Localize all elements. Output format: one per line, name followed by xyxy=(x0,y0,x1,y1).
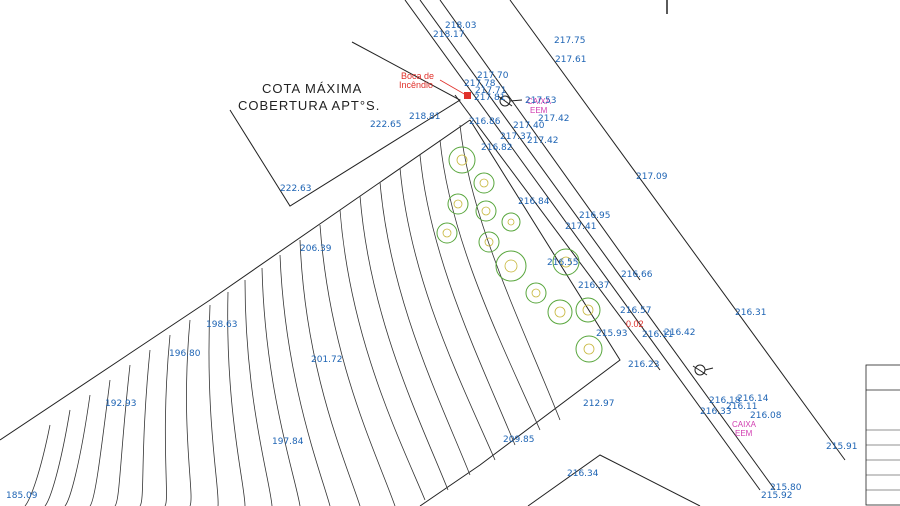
elevation-label: 216.14 xyxy=(737,394,769,404)
trees xyxy=(436,146,603,363)
elevation-label: 197.84 xyxy=(272,437,304,447)
elevation-label: 192.93 xyxy=(105,399,137,409)
elevation-label: 217.53 xyxy=(525,96,557,106)
elevation-label: 217.78 xyxy=(464,79,496,89)
elevation-label: 217.81 xyxy=(474,93,506,103)
title-line-1: COTA MÁXIMA xyxy=(262,81,362,96)
elevation-label: 222.65 xyxy=(370,120,402,130)
elevation-label: 216.37 xyxy=(578,281,610,291)
elevation-label: 216.33 xyxy=(700,407,732,417)
elevation-label: 201.72 xyxy=(311,355,343,365)
elevation-label: 206.39 xyxy=(300,244,332,254)
title-line-2: COBERTURA APT°S. xyxy=(238,98,380,113)
tree-symbol xyxy=(547,299,573,325)
hydrant-label-line-1: Boca de xyxy=(401,71,434,81)
elevation-label: 215.80 xyxy=(770,483,802,493)
elevation-label: 216.11 xyxy=(642,330,674,340)
elevation-label: 217.61 xyxy=(555,55,587,65)
elevation-label: 215.92 xyxy=(761,491,793,501)
elevation-label: 218.03 xyxy=(445,21,477,31)
elevation-label: 217.09 xyxy=(636,172,668,182)
tree-symbol xyxy=(448,146,476,174)
hydrant-label-line-2: Incêndio xyxy=(399,80,433,90)
lamp-icon xyxy=(692,364,714,376)
tree-symbol xyxy=(478,231,500,253)
tree-symbol xyxy=(447,193,469,215)
tree-symbol xyxy=(552,248,580,276)
elevation-labels: 218.03 218.17 217.75 217.61 217.70 217.7… xyxy=(6,21,858,501)
elevation-label: 217.42 xyxy=(538,114,570,124)
elevation-label: 222.63 xyxy=(280,184,312,194)
tree-symbol xyxy=(575,297,601,323)
elevation-label: 216.86 xyxy=(469,117,501,127)
tree-symbol xyxy=(436,222,458,244)
box-bottom-label-line-1: CAIXA xyxy=(732,420,757,429)
street-lamp-symbols xyxy=(497,95,714,376)
box-top-label-line-1: CAIXA xyxy=(527,97,552,106)
mid-tag-label: 0.02 xyxy=(626,319,644,329)
elevation-label: 216.55 xyxy=(547,258,579,268)
elevation-label: 218.81 xyxy=(409,112,441,122)
road-lines xyxy=(404,0,846,491)
elevation-label: 209.85 xyxy=(503,435,535,445)
lamp-icon xyxy=(497,95,523,107)
elevation-label: 216.66 xyxy=(621,270,653,280)
elevation-label: 216.95 xyxy=(579,211,611,221)
elevation-label: 212.97 xyxy=(583,399,615,409)
tree-symbol xyxy=(525,282,547,304)
contour-lines xyxy=(24,124,561,506)
box-top-label-line-2: EEM xyxy=(530,106,548,115)
elevation-label: 216.57 xyxy=(620,306,652,316)
box-bottom-label-line-2: EEM xyxy=(735,429,753,438)
elevation-label: 217.42 xyxy=(527,136,559,146)
elevation-label: 217.37 xyxy=(500,132,532,142)
hydrant-leader xyxy=(439,79,467,96)
elevation-label: 185.09 xyxy=(6,491,38,501)
elevation-label: 218.17 xyxy=(433,30,465,40)
legend-table-partial xyxy=(865,364,900,506)
elevation-label: 198.63 xyxy=(206,320,238,330)
elevation-label: 217.70 xyxy=(477,71,509,81)
elevation-label: 215.93 xyxy=(596,329,628,339)
elevation-label: 216.31 xyxy=(735,308,767,318)
elevation-label: 216.84 xyxy=(518,197,550,207)
elevation-label: 216.34 xyxy=(567,469,599,479)
elevation-label: 196.80 xyxy=(169,349,201,359)
plot-boundaries xyxy=(0,41,701,506)
elevation-label: 216.23 xyxy=(628,360,660,370)
elevation-label: 217.41 xyxy=(565,222,597,232)
tree-symbol xyxy=(495,250,527,282)
elevation-label: 216.08 xyxy=(750,411,782,421)
elevation-label: 217.40 xyxy=(513,121,545,131)
tree-symbol xyxy=(475,200,497,222)
elevation-label: 216.42 xyxy=(664,328,696,338)
tree-symbol xyxy=(575,335,603,363)
elevation-label: 216.11 xyxy=(726,402,758,412)
hydrant-marker xyxy=(464,92,471,99)
elevation-label: 215.91 xyxy=(826,442,858,452)
elevation-label: 216.18 xyxy=(709,396,741,406)
elevation-label: 217.75 xyxy=(554,36,586,46)
elevation-label: 217.71 xyxy=(475,86,507,96)
tree-symbol xyxy=(473,172,495,194)
tree-symbol xyxy=(501,212,521,232)
elevation-label: 216.82 xyxy=(481,143,513,153)
